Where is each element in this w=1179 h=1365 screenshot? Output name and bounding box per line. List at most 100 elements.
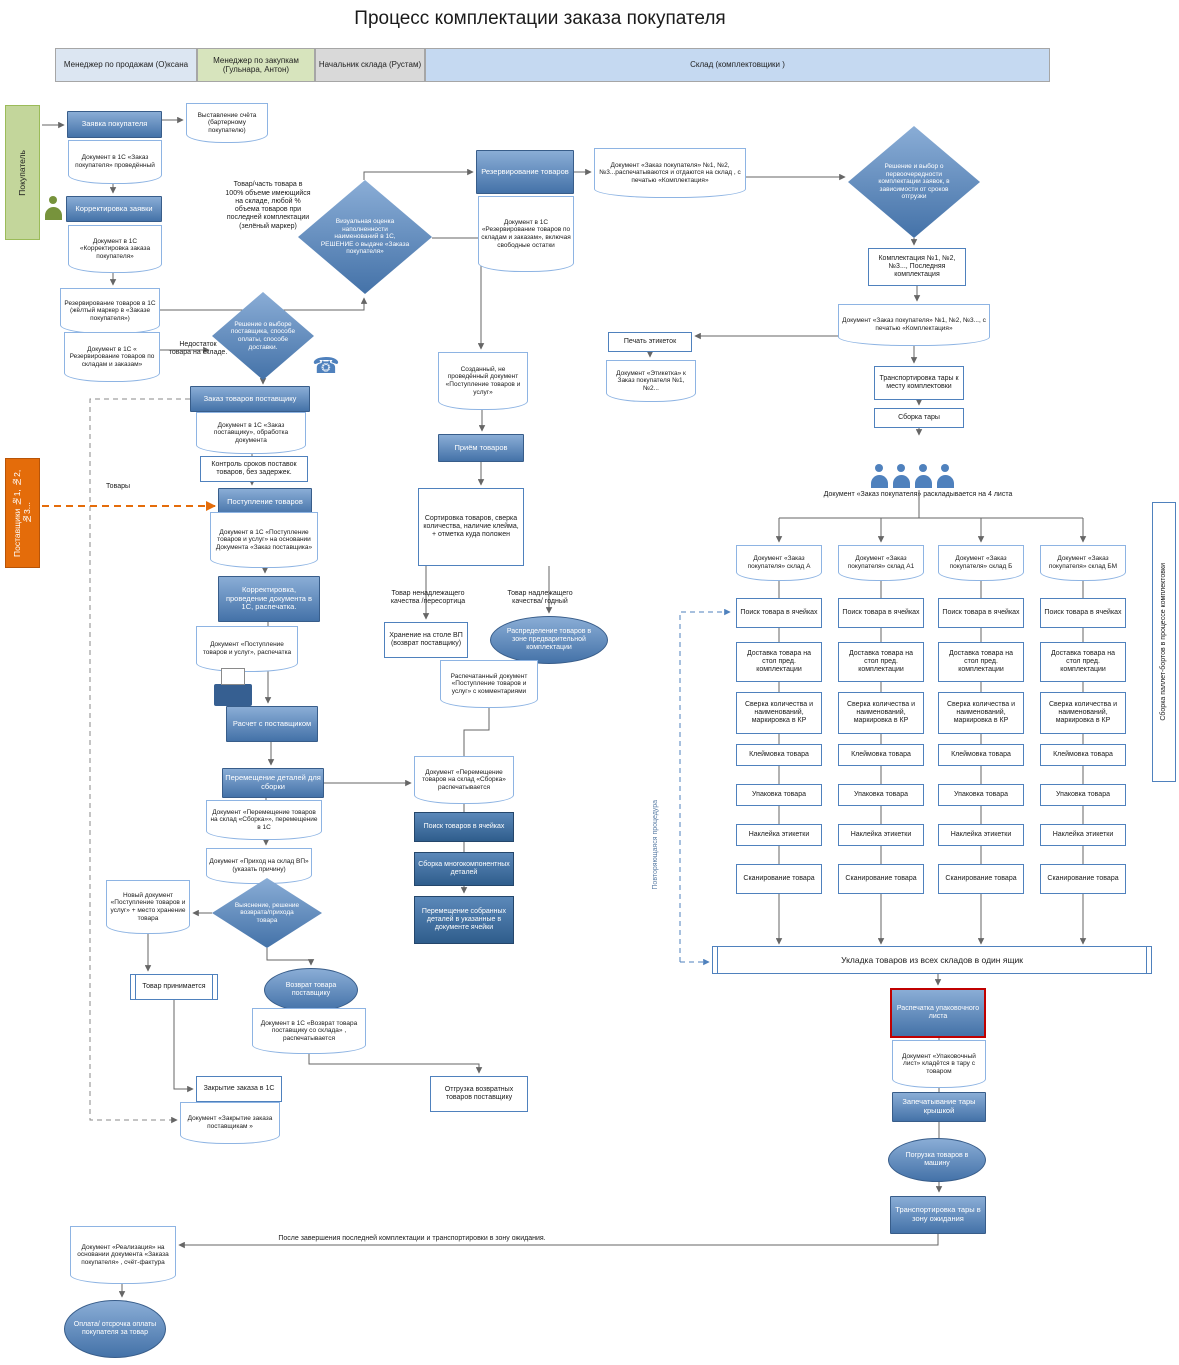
task-scan-a-label: Сканирование товара [743,874,815,882]
task-order-to-supplier-label: Заказ товаров поставщику [203,393,297,403]
task-deliver-table-bm-label: Доставка товара на стол пред. комплектац… [1050,649,1116,674]
person-icon [44,196,62,222]
task-move-assembled: Перемещение собранных деталей в указанны… [414,896,514,944]
doc-supplier-order: Документ в 1С «Заказ поставщику», обрабо… [196,412,306,454]
lane-warehouse-chief-label: Начальник склада (Рустам) [318,60,422,70]
task-pack-a: Упаковка товара [736,784,822,806]
task-transport-tare-label: Транспортировка тары к месту комплектовк… [879,374,959,390]
task-transport-waiting-zone-label: Транспортировка тары в зону ожидания [895,1205,981,1223]
doc-move-assembly-printed-label: Документ «Перемещение товаров на склад «… [422,768,506,791]
task-print-packing-list: Распечатка упаковочного листа [890,988,986,1038]
doc-created-not-posted: Созданный, не проведённый документ «Пост… [438,352,528,410]
task-seal-tare-label: Запечатывание тары крышкой [902,1097,976,1115]
task-goods-receipt-label: Поступление товаров [227,496,303,506]
event-load-truck: Погрузка товаров в машину [888,1138,986,1182]
task-brand-bm: Клеймовка товара [1040,744,1126,766]
task-print-labels-label: Печать этикеток [623,337,677,345]
doc-return-to-supplier: Документ в 1С «Возврат товара поставщику… [252,1008,366,1054]
task-ship-returns: Отгрузка возвратных товаров поставщику [430,1076,528,1112]
event-distribute-prepick: Распределение товаров в зоне предварител… [490,616,608,664]
task-brand-a: Клеймовка товара [736,744,822,766]
task-pack-a1: Упаковка товара [838,784,924,806]
person-icon [914,464,932,490]
task-correct-post-print-label: Корректировка, проведение документа в 1С… [225,584,313,612]
doc-supplier-order-label: Документ в 1С «Заказ поставщику», обрабо… [213,421,289,444]
people-icon-pickers [846,438,978,490]
doc-invoice-barter: Выставление счёта (бартерному покупателю… [186,103,268,143]
task-search-cells-assembly-label: Поиск товаров в ячейках [423,822,505,830]
task-brand-b: Клеймовка товара [938,744,1024,766]
note-bad-quality: Товар ненадлежащего качества /пересортиц… [386,582,470,614]
task-deliver-table-a1: Доставка товара на стол пред. комплектац… [838,642,924,682]
note-stock-full: Товар/часть товара в 100% объеме имеющий… [222,166,314,246]
task-store-vp-table-label: Хранение на столе ВП (возврат поставщику… [389,631,463,647]
task-verify-qty-a: Сверка количества и наименований, маркир… [736,692,822,734]
doc-realization-invoice: Документ «Реализация» на основании докум… [70,1226,176,1284]
task-move-parts-assembly: Перемещение деталей для сборки [222,768,324,798]
task-verify-qty-b-label: Сверка количества и наименований, маркир… [946,700,1016,725]
phone-icon [314,352,338,380]
side-label-suppliers: Поставщики №1, №2, №3... [5,458,40,568]
note-after-last-picking-label: После завершения последней комплектации … [278,1234,546,1242]
person-icon [936,464,954,490]
task-verify-qty-a-label: Сверка количества и наименований, маркир… [744,700,814,725]
note-stock-shortage: Недостаток товара на складе. [166,334,230,364]
note-bad-quality-label: Товар ненадлежащего качества /пересортиц… [390,589,466,605]
doc-goods-receipt-print: Документ «Поступление товаров и услуг», … [196,626,298,672]
task-sticker-a-label: Наклейка этикетки [748,830,810,838]
task-customer-request-label: Заявка покупателя [81,119,148,129]
label-pallet-assembly-label: Сборка паллет-бортов в процессе комплект… [1159,563,1167,721]
doc-move-to-assembly-label: Документ «Перемещение товаров на склад «… [210,808,318,831]
task-brand-b-label: Клеймовка товара [951,750,1011,758]
task-accept-goods-label: Приём товаров [454,442,508,452]
lane-warehouse-chief: Начальник склада (Рустам) [315,48,425,82]
person-icon [870,464,888,490]
doc-orders-stamped: Документ «Заказ покупателя» №1, №2, №3..… [838,304,990,346]
task-sticker-bm: Наклейка этикетки [1040,824,1126,846]
lane-sales-manager-label: Менеджер по продажам (О)ксана [63,60,189,70]
lane-purchase-manager-label: Менеджер по закупкам (Гульнара, Антон) [213,55,299,74]
task-verify-qty-bm: Сверка количества и наименований, маркир… [1040,692,1126,734]
task-assemble-multipart-label: Сборка многокомпонентных деталей [418,860,510,876]
doc-order-correction-label: Документ в 1С «Корректировка заказа поку… [79,237,151,260]
doc-created-not-posted-label: Созданный, не проведённый документ «Пост… [445,365,521,396]
task-scan-bm-label: Сканирование товара [1047,874,1119,882]
task-sort-goods-label: Сортировка товаров, сверка количества, н… [423,514,519,539]
task-deliver-table-a: Доставка товара на стол пред. комплектац… [736,642,822,682]
doc-new-receipt-storage-label: Новый документ «Поступление товаров и ус… [110,891,186,922]
note-split-4-sheets: Документ «Заказ покупателя» раскладывает… [818,489,1018,502]
note-stock-shortage-label: Недостаток товара на складе. [168,340,228,356]
lane-purchase-manager: Менеджер по закупкам (Гульнара, Антон) [197,48,315,82]
label-goods: Товары [96,480,140,494]
task-close-order: Закрытие заказа в 1С [196,1076,282,1102]
side-label-customer-label: Покупатель [17,149,28,196]
task-move-assembled-label: Перемещение собранных деталей в указанны… [421,907,507,932]
doc-printed-with-comments: Распечатанный документ «Поступление това… [440,660,538,708]
doc-label-label: Документ «Этикетка» к Заказ покупателя №… [616,369,686,392]
doc-packing-list-label: Документ «Упаковочный лист» кладётся в т… [902,1052,976,1075]
label-goods-label: Товары [105,482,131,490]
task-supplier-settlement: Расчет с поставщиком [226,706,318,742]
doc-goods-receipt-print-label: Документ «Поступление товаров и услуг», … [202,641,292,656]
task-transport-waiting-zone: Транспортировка тары в зону ожидания [890,1196,986,1234]
doc-order-warehouse-a1: Документ «Заказ покупателя» склад А1 [838,545,924,581]
doc-orders-printed-stamp-label: Документ «Заказ покупателя» №1, №2, №3..… [599,161,741,184]
task-customer-request: Заявка покупателя [67,111,162,138]
doc-realization-invoice-label: Документ «Реализация» на основании докум… [77,1243,169,1266]
task-stack-one-box-label: Укладка товаров из всех складов в один я… [841,954,1023,965]
task-print-packing-list-label: Распечатка упаковочного листа [896,1004,980,1020]
lane-warehouse-pickers-label: Склад (комплектовщики ) [690,60,785,70]
task-delivery-control: Контроль сроков поставок товаров, без за… [200,456,308,482]
task-deliver-table-a1-label: Доставка товара на стол пред. комплектац… [848,649,914,674]
task-correct-post-print: Корректировка, проведение документа в 1С… [218,576,320,622]
task-scan-b-label: Сканирование товара [945,874,1017,882]
doc-printed-with-comments-label: Распечатанный документ «Поступление това… [450,672,528,695]
task-ship-returns-label: Отгрузка возвратных товаров поставщику [444,1085,514,1101]
task-sticker-bm-label: Наклейка этикетки [1052,830,1114,838]
task-accept-goods: Приём товаров [438,434,524,462]
task-search-cells-b: Поиск товара в ячейках [938,598,1024,628]
task-deliver-table-a-label: Доставка товара на стол пред. комплектац… [746,649,812,674]
doc-goods-receipt: Документ в 1С «Поступление товаров и усл… [210,512,318,568]
task-search-cells-a1-label: Поиск товара в ячейках [842,608,920,616]
